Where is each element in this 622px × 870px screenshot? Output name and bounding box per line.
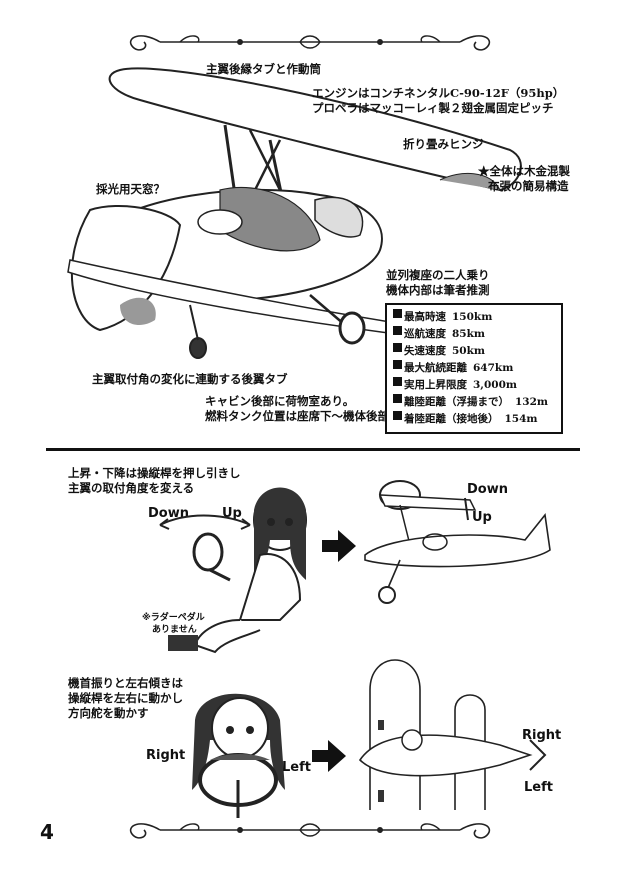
page-number: 4 [40, 820, 54, 844]
top-ornament [129, 35, 491, 51]
spec-row: 最高時速 150km [393, 309, 555, 326]
spec-row: 巡航速度 85km [393, 326, 555, 343]
pedal-note: ※ラダーペダル ありません [142, 612, 205, 636]
spec-value: 50km [452, 345, 485, 357]
pedal-note-line1: ※ラダーペダル [142, 613, 205, 623]
pilot-yaw-illustration [192, 693, 285, 818]
spec-value: 154m [504, 413, 538, 425]
label-engine-line2: プロペラはマッコーレィ製２翅金属固定ピッチ [312, 101, 554, 115]
spec-value: 85km [452, 328, 485, 340]
label-hinge: 折り畳みヒンジ [403, 137, 484, 151]
label-rear-tab: 主翼取付角の変化に連動する後翼タブ [92, 372, 288, 386]
spec-label: 離陸距離（浮揚まで） [404, 396, 509, 408]
bullet-square-icon [393, 377, 402, 386]
plane-pitch-illustration [364, 480, 551, 604]
pedal-note-line2: ありません [152, 625, 197, 635]
bullet-square-icon [393, 411, 402, 420]
label-tandem-line2: 機体内部は筆者推測 [386, 283, 490, 297]
plane-down-label: Down [467, 482, 508, 497]
pilot-pitch-illustration [159, 487, 307, 654]
label-cargo: キャビン後部に荷物室あり。 燃料タンク位置は座席下～機体後部？ [205, 394, 401, 424]
label-skylight: 採光用天窓？ [96, 182, 165, 196]
bottom-ornament [129, 823, 491, 839]
aircraft-illustration [67, 67, 522, 359]
yaw-caption-line2: 操縦桿を左右に動かし [68, 691, 183, 705]
pitch-caption: 上昇・下降は操縦桿を押し引きし 主翼の取付角度を変える [68, 466, 241, 496]
bullet-square-icon [393, 343, 402, 352]
pitch-caption-line2: 主翼の取付角度を変える [68, 481, 195, 495]
pitch-caption-line1: 上昇・下降は操縦桿を押し引きし [68, 466, 241, 480]
spec-row: 離陸距離（浮揚まで） 132m [393, 394, 555, 411]
label-tandem-line1: 並列複座の二人乗り [386, 268, 490, 282]
spec-label: 失速速度 [404, 345, 446, 357]
label-tandem: 並列複座の二人乗り 機体内部は筆者推測 [386, 268, 490, 298]
label-left: Left [282, 760, 311, 775]
arrow-right-icon [322, 530, 356, 562]
label-cargo-line1: キャビン後部に荷物室あり。 [205, 394, 355, 408]
label-construction-line2: 布張の簡易構造 [488, 179, 569, 193]
spec-label: 巡航速度 [404, 328, 446, 340]
spec-label: 着陸距離（接地後） [404, 413, 499, 425]
label-engine-line1: エンジンはコンチネンタルC-90-12F（95hp） [312, 86, 565, 100]
bullet-square-icon [393, 394, 402, 403]
spec-row: 実用上昇限度 3,000m [393, 377, 555, 394]
specs-table: 最高時速 150km 巡航速度 85km 失速速度 50km 最大航続距離 647km 実用上昇… [385, 303, 563, 434]
yaw-caption-line3: 方向舵を動かす [68, 706, 149, 720]
bullet-square-icon [393, 326, 402, 335]
arrow-right-icon-2 [312, 740, 346, 772]
spec-label: 実用上昇限度 [404, 379, 467, 391]
spec-label: 最高時速 [404, 311, 446, 323]
spec-value: 647km [473, 362, 514, 374]
plane-right-label: Right [522, 728, 562, 743]
label-tab-actuator: 主翼後縁タブと作動筒 [206, 62, 321, 76]
spec-value: 150km [452, 311, 493, 323]
label-construction-line1: ★全体は木金混製 [478, 164, 570, 178]
bullet-square-icon [393, 360, 402, 369]
spec-row: 失速速度 50km [393, 343, 555, 360]
spec-label: 最大航続距離 [404, 362, 467, 374]
bullet-square-icon [393, 309, 402, 318]
plane-left-label: Left [524, 780, 553, 795]
label-construction: ★全体は木金混製 布張の簡易構造 [478, 164, 570, 194]
yaw-caption: 機首振りと左右傾きは 操縦桿を左右に動かし 方向舵を動かす [68, 676, 183, 721]
plane-up-label: Up [472, 510, 492, 525]
plane-yaw-illustration [358, 659, 547, 810]
spec-value: 132m [515, 396, 549, 408]
label-right: Right [146, 748, 186, 763]
spec-row: 着陸距離（接地後） 154m [393, 411, 555, 428]
yaw-caption-line1: 機首振りと左右傾きは [68, 676, 183, 690]
spec-row: 最大航続距離 647km [393, 360, 555, 377]
label-cargo-line2: 燃料タンク位置は座席下～機体後部？ [205, 409, 401, 423]
label-engine: エンジンはコンチネンタルC-90-12F（95hp） プロペラはマッコーレィ製２… [312, 86, 564, 116]
section-divider [46, 448, 580, 451]
spec-value: 3,000m [473, 379, 517, 391]
